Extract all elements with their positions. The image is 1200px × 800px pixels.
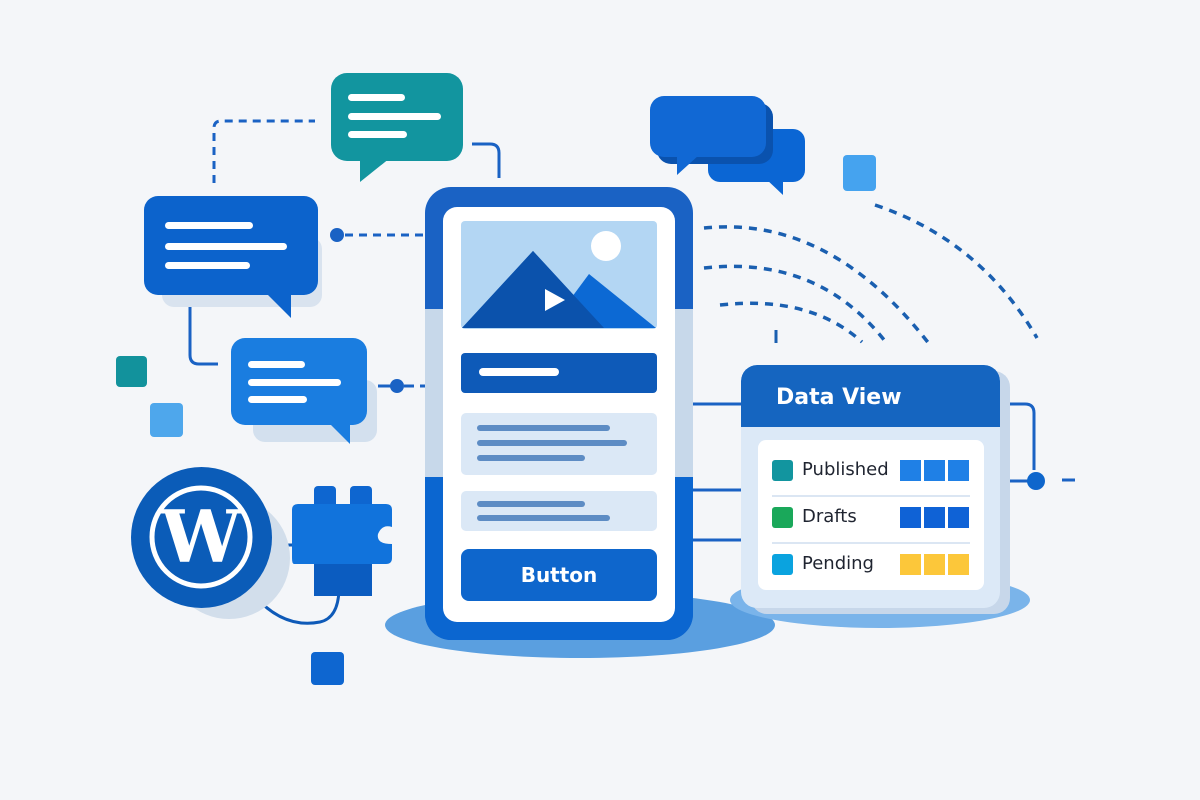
divider [772, 542, 970, 544]
value-block [948, 507, 969, 528]
chat-bubble-small-tail [328, 422, 350, 444]
decor-square-light-blue [150, 403, 183, 437]
row-label: Pending [802, 553, 874, 574]
value-block [948, 554, 969, 575]
mountain-image-icon [462, 231, 656, 328]
row-label: Drafts [802, 506, 857, 527]
value-block [900, 460, 921, 481]
play-icon [545, 289, 565, 311]
value-block [900, 554, 921, 575]
value-block [900, 507, 921, 528]
phone-screen: Button [443, 207, 675, 622]
chat-bubble-large [144, 196, 318, 295]
title-bar [461, 353, 657, 393]
puzzle-piece-icon [292, 486, 392, 596]
data-row-published[interactable]: Published [772, 447, 970, 493]
content-card [461, 413, 657, 475]
data-view-list: Published Drafts Pending [758, 440, 984, 590]
chat-bubble-large-tail [265, 292, 291, 318]
divider [772, 495, 970, 497]
data-row-pending[interactable]: Pending [772, 541, 970, 587]
decor-square-teal [116, 356, 147, 387]
data-view-title: Data View [741, 365, 1000, 427]
content-card [461, 491, 657, 531]
data-row-drafts[interactable]: Drafts [772, 494, 970, 540]
primary-button[interactable]: Button [461, 549, 657, 601]
value-block [924, 460, 945, 481]
decor-square-blue [311, 652, 344, 685]
chat-bubble-front [650, 96, 766, 157]
chat-bubble-front-tail [677, 155, 699, 175]
status-indicator [772, 460, 793, 481]
status-indicator [772, 507, 793, 528]
phone-mockup: Button [425, 187, 693, 640]
data-view-panel: Data View Published Drafts Pending [741, 365, 1000, 608]
chat-bubble-small [231, 338, 367, 425]
svg-text:W: W [160, 494, 243, 579]
wordpress-logo-icon: W [131, 467, 272, 608]
value-block [924, 554, 945, 575]
value-block [948, 460, 969, 481]
chat-bubble-teal [331, 73, 463, 161]
hero-image-placeholder [461, 221, 657, 329]
decor-square-sky [843, 155, 876, 191]
chat-bubble-teal-tail [360, 158, 390, 182]
row-label: Published [802, 459, 889, 480]
chat-bubble-back-tail [765, 178, 783, 195]
value-block [924, 507, 945, 528]
status-indicator [772, 554, 793, 575]
